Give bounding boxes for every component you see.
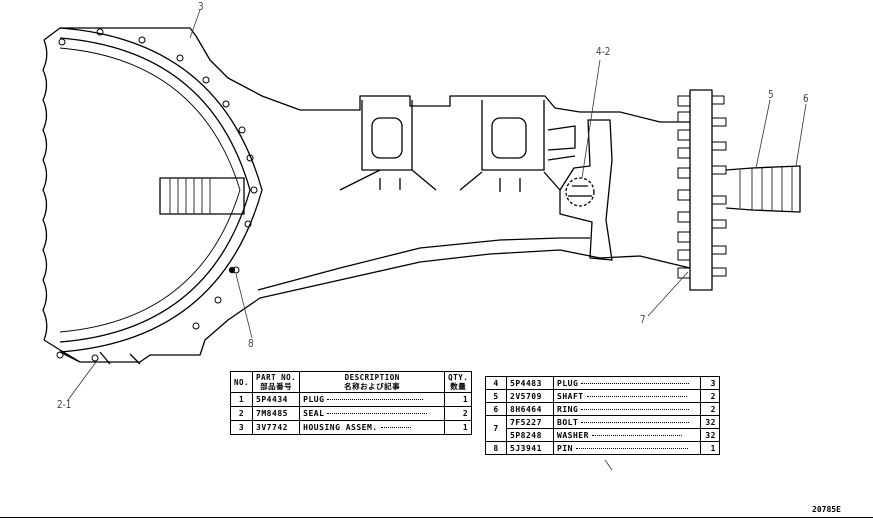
row-qty: 32 xyxy=(700,415,720,429)
row-description-text: BOLT xyxy=(557,417,579,427)
row-description: SEAL xyxy=(299,406,446,421)
callout-2-1: 2-1 xyxy=(57,398,72,411)
row-description-text: PLUG xyxy=(303,395,325,404)
table-row: 4 5P4483 PLUG 3 xyxy=(485,376,720,390)
row-description-text: SEAL xyxy=(303,409,325,418)
row-description-text: SHAFT xyxy=(557,391,584,401)
row-qty: 2 xyxy=(700,389,720,403)
housing-outline xyxy=(43,27,691,363)
callout-5: 5 xyxy=(768,88,774,101)
table-row: 5P8248 WASHER 32 xyxy=(486,428,720,442)
leader-2-1 xyxy=(67,361,97,401)
row-part-no: 7M8485 xyxy=(252,406,301,421)
row-part-no: 5J3941 xyxy=(506,441,554,455)
table-row: 7 7F5227 BOLT 32 xyxy=(485,415,720,442)
callout-8: 8 xyxy=(248,337,254,350)
row-description-text: HOUSING ASSEM. xyxy=(303,423,378,432)
table-row: 5 2V5709 SHAFT 2 xyxy=(485,389,720,403)
row-qty: 32 xyxy=(700,428,720,442)
mount-bracket-2 xyxy=(481,100,545,171)
parts-table-2: 4 5P4483 PLUG 3 5 2V5709 SHAFT 2 6 8H646… xyxy=(485,376,720,455)
table-row: 6 8H6464 RING 2 xyxy=(485,402,720,416)
leader-6 xyxy=(795,103,807,167)
row-description: BOLT xyxy=(553,415,701,429)
break-line xyxy=(42,39,48,341)
row-qty: 1 xyxy=(444,392,473,407)
row-qty: 2 xyxy=(444,406,473,421)
table-row: 1 5P4434 PLUG 1 xyxy=(229,392,473,407)
figure-number: 20785E xyxy=(812,505,841,514)
leader-8 xyxy=(235,273,253,339)
callout-7: 7 xyxy=(640,313,646,326)
leader-4-2 xyxy=(581,59,601,179)
row-part-no: 3V7742 xyxy=(252,420,301,435)
row-description: HOUSING ASSEM. xyxy=(299,420,446,435)
table-row: 2 7M8485 SEAL 2 xyxy=(229,406,473,421)
header-description: DESCRIPTION xyxy=(344,373,400,382)
row-description: SHAFT xyxy=(553,389,701,403)
header-part-no: PART NO. xyxy=(256,373,297,382)
output-shaft xyxy=(725,165,801,213)
row-qty: 2 xyxy=(700,402,720,416)
row-qty: 3 xyxy=(700,376,720,390)
callout-6: 6 xyxy=(803,92,809,105)
row-part-no: 7F5227 xyxy=(506,415,554,429)
callout-4-2: 4-2 xyxy=(596,45,611,58)
row-part-no: 2V5709 xyxy=(506,389,554,403)
row-no: 3 xyxy=(229,420,254,435)
row-part-no: 8H6464 xyxy=(506,402,554,416)
row-part-no: 5P4483 xyxy=(506,376,554,390)
flange-ring-outer xyxy=(59,27,263,353)
row-description-text: RING xyxy=(557,404,579,414)
row-description: WASHER xyxy=(553,428,701,442)
plug-boss xyxy=(559,119,613,261)
row-qty: 1 xyxy=(700,441,720,455)
row-no: 4 xyxy=(485,376,507,390)
row-no: 2 xyxy=(229,406,254,421)
row-no: 7 xyxy=(485,415,507,442)
callout-3: 3 xyxy=(198,0,204,13)
leader-3 xyxy=(189,9,201,39)
row-description: PIN xyxy=(553,441,701,455)
leader-table xyxy=(604,459,613,471)
leader-7 xyxy=(647,271,689,317)
row-description-text: PLUG xyxy=(557,378,579,388)
row-description-text: WASHER xyxy=(557,430,589,440)
row-part-no: 5P8248 xyxy=(506,428,554,442)
header-part-no-jp: 部品番号 xyxy=(260,382,293,391)
leader-5 xyxy=(755,99,771,169)
row-description: PLUG xyxy=(553,376,701,390)
row-description: PLUG xyxy=(299,392,446,407)
row-no: 5 xyxy=(485,389,507,403)
row-no: 6 xyxy=(485,402,507,416)
table-row: 3 3V7742 HOUSING ASSEM. 1 xyxy=(229,420,473,435)
flange-ring-inner xyxy=(59,37,251,343)
header-description-jp: 名称および記事 xyxy=(344,382,401,391)
table-row: 8 5J3941 PIN 1 xyxy=(485,441,720,455)
header-qty: QTY. xyxy=(448,373,469,382)
header-qty-jp: 数量 xyxy=(450,382,467,391)
row-qty: 1 xyxy=(444,420,473,435)
plug-circle xyxy=(565,177,595,207)
header-no: NO. xyxy=(234,377,250,387)
wheel-flange xyxy=(689,89,713,291)
row-no: 8 xyxy=(485,441,507,455)
mount-bracket-1 xyxy=(361,100,413,171)
row-no: 1 xyxy=(229,392,254,407)
bottom-rule xyxy=(0,517,873,518)
row-description-text: PIN xyxy=(557,443,573,453)
row-part-no: 5P4434 xyxy=(252,392,301,407)
row-description: RING xyxy=(553,402,701,416)
